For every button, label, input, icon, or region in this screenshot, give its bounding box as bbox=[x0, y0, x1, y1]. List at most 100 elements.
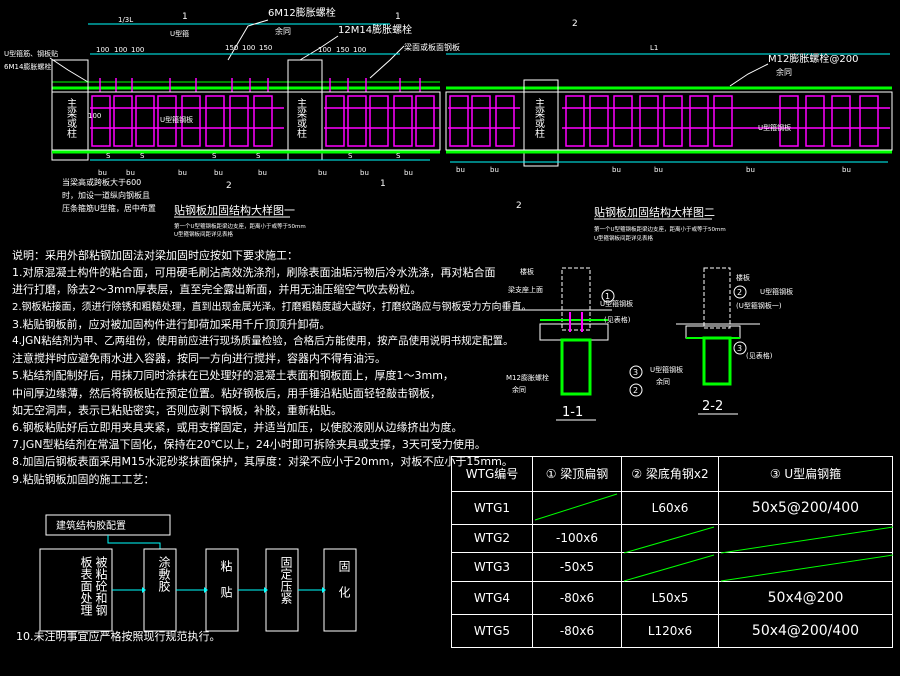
note-center: 压条箍筋U型箍，居中布置 bbox=[62, 203, 156, 213]
svg-text:S: S bbox=[140, 152, 145, 160]
svg-text:bu: bu bbox=[654, 166, 663, 174]
col-label-right: 主梁或柱 bbox=[533, 98, 545, 139]
label-u-hoop-plate-2: U型箍钢板 bbox=[758, 123, 791, 132]
flow-step-2: 涂敷胶 bbox=[157, 556, 171, 592]
svg-text:bu: bu bbox=[178, 169, 187, 177]
flow-step-4: 固定压紧 bbox=[279, 556, 293, 604]
note-line: 说明：采用外部粘钢加固法对梁加固时应按如下要求施工： bbox=[12, 249, 298, 262]
process-flowchart: 建筑结构胶配置 bbox=[39, 514, 357, 632]
svg-text:梁支座上面: 梁支座上面 bbox=[508, 285, 543, 294]
svg-text:2: 2 bbox=[572, 19, 578, 29]
table-row: WTG2 -100x6 bbox=[451, 523, 894, 554]
svg-text:100: 100 bbox=[96, 46, 109, 54]
drawing2-title: 贴钢板加固结构大样图二 bbox=[594, 205, 715, 219]
table-cell-diagonal bbox=[718, 523, 894, 554]
label-6m12-bolt: 6M12膨胀螺栓 bbox=[268, 6, 336, 19]
note-add-plate: 时，加设一道纵向钢板且 bbox=[62, 190, 150, 200]
label-same: 余同 bbox=[275, 26, 291, 36]
note-line: 如无空洞声，表示已粘贴密实，否则应剥下钢板，补胶，重新粘贴。 bbox=[12, 403, 342, 417]
table-row: WTG4 -80x6 L50x5 50x4@200 bbox=[451, 581, 893, 616]
table-cell: WTG5 bbox=[451, 614, 533, 648]
table-header: ② 梁底角钢x2 bbox=[621, 456, 719, 492]
table-cell: L60x6 bbox=[621, 490, 719, 525]
svg-text:100: 100 bbox=[318, 46, 331, 54]
table-cell: -100x6 bbox=[532, 523, 622, 554]
drawing2-sub2: U型箍钢板间距详见表格 bbox=[594, 234, 654, 242]
table-cell: L120x6 bbox=[621, 614, 719, 648]
table-header: WTG编号 bbox=[451, 456, 533, 492]
note-line: 5.粘结剂配制好后，用抹刀同时涂抹在已处理好的混凝土表面和钢板面上，厚度1～3m… bbox=[12, 369, 454, 383]
svg-text:U型箍钢板: U型箍钢板 bbox=[600, 299, 633, 308]
section-1-1: 楼板 梁支座上面 U型箍钢板 (见表格) M12膨胀螺栓 余同 1 3 2 1-… bbox=[506, 267, 643, 421]
svg-text:100: 100 bbox=[242, 44, 255, 52]
table-cell: -80x6 bbox=[532, 581, 622, 616]
table-row: WTG5 -80x6 L120x6 50x4@200/400 bbox=[451, 614, 893, 648]
mark-1-top: 1 bbox=[182, 12, 188, 22]
col-label-left: 主梁或柱 bbox=[65, 98, 77, 139]
drawing1-title: 贴钢板加固结构大样图一 bbox=[174, 203, 295, 217]
table-cell-diagonal bbox=[621, 552, 719, 583]
svg-text:100: 100 bbox=[131, 46, 144, 54]
svg-text:150: 150 bbox=[225, 44, 238, 52]
table-cell: WTG4 bbox=[451, 581, 533, 616]
note-line: 注意搅拌时应避免雨水进入容器，按同一方向进行搅拌，容器内不得有油污。 bbox=[12, 352, 386, 366]
table-cell: 50x4@200/400 bbox=[718, 614, 893, 648]
label-same-2: 余同 bbox=[776, 67, 792, 77]
table-cell-diagonal bbox=[718, 552, 894, 583]
diagonal-line bbox=[534, 493, 618, 521]
svg-text:bu: bu bbox=[456, 166, 465, 174]
svg-text:楼板: 楼板 bbox=[736, 273, 750, 282]
svg-text:bu: bu bbox=[490, 166, 499, 174]
diagonal-line bbox=[623, 554, 715, 582]
flow-top-box: 建筑结构胶配置 bbox=[56, 519, 126, 532]
svg-text:bu: bu bbox=[746, 166, 755, 174]
diagonal-line bbox=[720, 554, 894, 582]
section-1-1-label: 1-1 bbox=[562, 405, 583, 420]
mark-2-bottom: 2 bbox=[516, 201, 522, 211]
table-row: WTG3 -50x5 bbox=[451, 552, 894, 583]
svg-text:bu: bu bbox=[318, 169, 327, 177]
svg-text:S: S bbox=[106, 152, 111, 160]
svg-text:2: 2 bbox=[737, 288, 742, 297]
diagonal-line bbox=[720, 526, 894, 554]
drawing2-sub1: 第一个U型箍钢板距梁边支座，距离小于或等于50mm bbox=[594, 225, 726, 233]
wtg-spec-table: WTG编号 ① 梁顶扁钢 ② 梁底角钢x2 ③ U型扁钢箍 WTG1 L60x6… bbox=[451, 456, 894, 648]
label-12m14-bolt: 12M14膨胀螺栓 bbox=[338, 23, 412, 36]
table-cell: -50x5 bbox=[532, 552, 622, 583]
table-cell: -80x6 bbox=[532, 614, 622, 648]
label-m12-bolt-200: M12膨胀螺栓@200 bbox=[768, 52, 858, 65]
svg-text:3: 3 bbox=[737, 344, 742, 353]
construction-notes: 说明：采用外部粘钢加固法对梁加固时应按如下要求施工： 1.对原混凝土构件的粘合面… bbox=[12, 247, 532, 488]
note-line: 2.钢板粘接面，须进行除锈和粗糙处理，直到出现金属光泽。打磨粗糙度越大越好，打磨… bbox=[12, 301, 532, 313]
table-cell: WTG1 bbox=[451, 490, 533, 525]
label-u-hoop-plate: U型箍钢板 bbox=[160, 115, 193, 124]
detail-drawing-1: 1/3L 1 1 6M12膨胀螺栓 余同 12M14膨胀螺栓 U型箍 梁面或板面… bbox=[4, 6, 460, 238]
table-header: ① 梁顶扁钢 bbox=[532, 456, 622, 492]
note-beam-height: 当梁高或跨板大于600 bbox=[62, 177, 141, 187]
dim-100-left: 100 bbox=[88, 112, 101, 120]
mark-2-left: 2 bbox=[226, 181, 232, 191]
svg-text:bu: bu bbox=[842, 166, 851, 174]
svg-text:(U型箍钢板一): (U型箍钢板一) bbox=[736, 301, 782, 310]
svg-text:bu: bu bbox=[258, 169, 267, 177]
label-beam-plate: 梁面或板面钢板 bbox=[404, 42, 460, 52]
svg-text:bu: bu bbox=[214, 169, 223, 177]
note-line: 中间厚边缘薄，然后将钢板贴在预定位置。粘好钢板后，用手锤沿粘贴面轻轻敲击钢板， bbox=[12, 386, 441, 400]
drawing1-sub2: U型箍钢板间距详见表格 bbox=[174, 230, 234, 238]
flow-step-1: 被粘砼和钢板表面处理 bbox=[79, 556, 108, 616]
flow-step-5: 固化 bbox=[337, 560, 351, 612]
svg-text:(见表格): (见表格) bbox=[746, 351, 773, 360]
dim-l1: L1 bbox=[650, 44, 658, 52]
note-line: 7.JGN型粘结剂在常温下固化，保持在20℃以上，24小时即可拆除夹具或支撑，3… bbox=[12, 438, 486, 452]
svg-text:S: S bbox=[256, 152, 261, 160]
note-line: 4.JGN粘结剂为甲、乙两组份，使用前应进行现场质量检验，合格后方能使用，按产品… bbox=[12, 335, 514, 348]
note-line: 6.钢板粘贴好后立即用夹具夹紧，或用支撑固定，并适当加压，以使胶液刚从边缘挤出为… bbox=[12, 421, 463, 435]
svg-text:bu: bu bbox=[404, 169, 413, 177]
table-cell: 50x4@200 bbox=[718, 581, 893, 616]
table-cell: WTG3 bbox=[451, 552, 533, 583]
mark-1-bottom: 1 bbox=[380, 179, 386, 189]
mark-1-top-right: 1 bbox=[395, 12, 401, 22]
table-cell: WTG2 bbox=[451, 523, 533, 554]
svg-text:100: 100 bbox=[114, 46, 127, 54]
